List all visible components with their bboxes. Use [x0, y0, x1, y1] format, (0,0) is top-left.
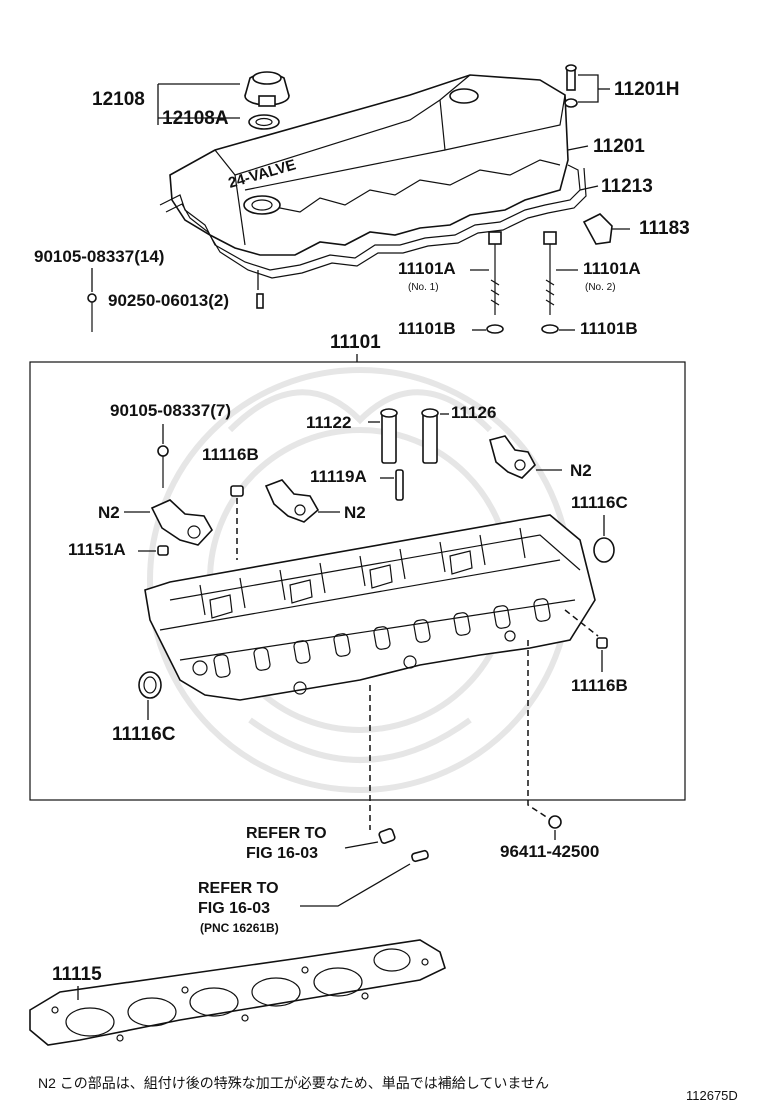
label-refer-to-2: REFER TO [198, 880, 279, 897]
bushing-11151a [157, 545, 169, 556]
head-bolt-no1 [488, 231, 502, 315]
bearing-cap-mid-n2 [264, 479, 320, 523]
label-12108: 12108 [92, 89, 145, 110]
label-11101a-no1-sub: (No. 1) [408, 282, 439, 293]
plug-11116c-left [138, 671, 162, 699]
label-11101b-2: 11101B [580, 319, 638, 338]
footnote-n2: N2 この部品は、組付け後の特殊な加工が必要なため、単品では補給していません [38, 1075, 549, 1091]
stud-refer-2 [411, 849, 429, 863]
leader-11201 [567, 145, 589, 151]
head-bolt-no2 [543, 231, 557, 315]
label-12108a: 12108A [162, 108, 229, 129]
label-11116c-left: 11116C [112, 724, 176, 745]
label-11101a-no2-sub: (No. 2) [585, 282, 616, 293]
label-90250-06013: 90250-06013(2) [108, 291, 229, 310]
valve-guide-exhaust-11126 [421, 408, 439, 464]
label-11101a-no1: 11101A [398, 259, 456, 278]
label-11116b-top: 11116B [202, 445, 259, 464]
head-bolt-washer-2 [541, 324, 559, 334]
label-fig-16-03-1: FIG 16-03 [246, 845, 318, 862]
bearing-cap-right-n2 [489, 435, 536, 479]
bearing-cap-left-n2 [150, 499, 213, 546]
label-11101b-1: 11101B [398, 319, 456, 338]
label-90105-08337-7: 90105-08337(7) [110, 401, 231, 420]
oil-filler-gasket [248, 114, 280, 130]
label-n2-right: N2 [570, 461, 592, 480]
plug-11116b-top [230, 485, 244, 497]
label-11213: 11213 [601, 176, 653, 197]
label-11122: 11122 [306, 413, 351, 432]
cover-gasket [159, 164, 587, 279]
cylinder-head-gasket [29, 939, 446, 1046]
bracket-12108 [157, 83, 240, 125]
seal-96411 [548, 815, 562, 829]
washer-90250 [256, 293, 264, 309]
leader-11213 [579, 185, 599, 191]
oil-filler-cap [244, 71, 290, 107]
head-bolt-washer-1 [486, 324, 504, 334]
pin-11119a [395, 469, 404, 501]
bracket-11201h [578, 74, 599, 103]
cylinder-head-cover: 24-VALVE [169, 74, 569, 256]
cylinder-head-subassembly-frame [29, 361, 686, 801]
label-11101: 11101 [330, 332, 381, 353]
figure-code: 112675D [686, 1088, 738, 1103]
label-11126: 11126 [451, 403, 496, 422]
label-11151a: 11151A [68, 540, 126, 559]
label-11116b-right: 11116B [571, 676, 628, 695]
label-11115: 11115 [52, 964, 102, 985]
bolt-90105-14 [87, 293, 97, 332]
label-pnc-16261b: (PNC 16261B) [200, 921, 279, 935]
label-n2-mid: N2 [344, 503, 366, 522]
cylinder-head-body [144, 514, 596, 701]
stud-refer-1 [378, 828, 396, 844]
label-96411-42500: 96411-42500 [500, 842, 599, 861]
label-90105-08337-14: 90105-08337(14) [34, 247, 164, 266]
label-11201h: 11201H [614, 79, 680, 100]
label-11119a: 11119A [310, 467, 367, 486]
valve-guide-intake-11122 [380, 408, 398, 464]
label-11116c-right: 11116C [571, 493, 628, 512]
label-11101a-no2: 11101A [583, 259, 641, 278]
plug-11116b-right [596, 637, 608, 649]
label-n2-left: N2 [98, 503, 120, 522]
plug-11116c-right [593, 537, 615, 563]
label-refer-to-1: REFER TO [246, 825, 327, 842]
cover-stud-11201h [564, 64, 578, 108]
label-11201: 11201 [593, 136, 645, 157]
label-fig-16-03-2: FIG 16-03 [198, 900, 270, 917]
label-11183: 11183 [639, 218, 690, 239]
bolt-90105-7 [157, 445, 169, 488]
semi-circular-plug-11183 [582, 213, 613, 245]
